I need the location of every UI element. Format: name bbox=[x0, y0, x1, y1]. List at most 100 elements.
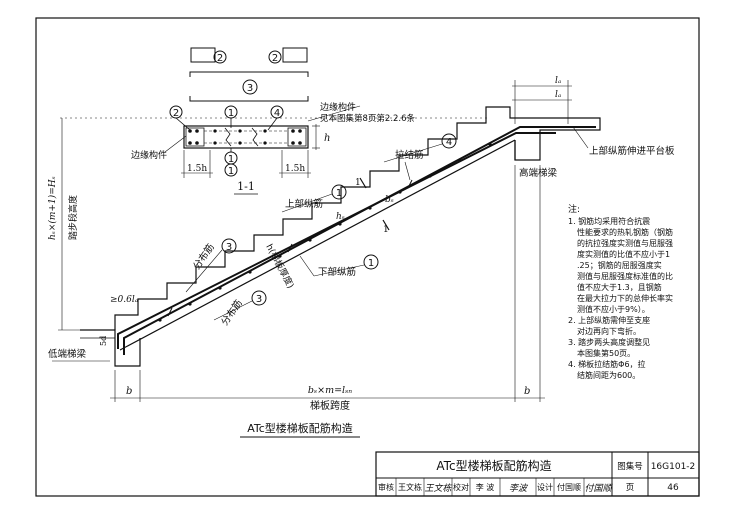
section-title: 1-1 bbox=[237, 180, 255, 193]
edge-member-ref-label: 见本图集第8页第2.2.6条 bbox=[320, 113, 416, 124]
note-4-line: 4. 梯板拉结筋Φ6，拉 bbox=[568, 359, 646, 369]
upper-bar-label: 上部纵筋 bbox=[285, 198, 323, 210]
note-1-line: 的抗拉强度实测值与屈服强 bbox=[577, 238, 673, 248]
stair-steps bbox=[114, 106, 601, 330]
note-2-line: 2. 上部纵筋需伸至支座 bbox=[568, 315, 650, 325]
hs-label: hₛ bbox=[336, 212, 345, 222]
stair-elevation: lₐ lₐ 上部纵筋伸进平台板 高端梯梁 hₛ×(m+1)=Hₛ 踏步段高度 ≥… bbox=[47, 76, 675, 438]
callout-circle bbox=[268, 50, 282, 64]
edge-member-top-label: 边缘构件 bbox=[320, 101, 356, 113]
callout-text: 2 bbox=[217, 53, 223, 64]
notes-title: 注: bbox=[568, 203, 580, 215]
callout-text: 1 bbox=[228, 154, 234, 165]
rebar-3-bracket bbox=[189, 71, 309, 77]
checker-signature: 李波 bbox=[509, 483, 529, 494]
lower-bar-label: 下部纵筋 bbox=[318, 266, 356, 278]
title-block: ATc型楼梯板配筋构造 图集号 16G101-2 审核 王文栋 王文栋 校对 李… bbox=[375, 451, 700, 497]
rebar-2-left-box bbox=[190, 47, 216, 63]
height-formula: hₛ×(m+1)=Hₛ bbox=[47, 176, 58, 240]
note-3-line: 本图集第50页。 bbox=[577, 348, 635, 358]
title-block-title: ATc型楼梯板配筋构造 bbox=[436, 458, 551, 473]
edge-member-left-box bbox=[185, 127, 205, 147]
designer-signature: 付国顺 bbox=[584, 483, 613, 494]
dim-b-left: b bbox=[126, 386, 132, 397]
callout-text: 4 bbox=[274, 108, 280, 119]
slab-section bbox=[183, 125, 309, 149]
cut-mark-top: 1 bbox=[355, 178, 361, 188]
callout-text: 3 bbox=[256, 294, 262, 305]
la-label-1: lₐ bbox=[555, 76, 561, 86]
la-left-label: ≥0.6lₐ bbox=[110, 295, 138, 305]
cut-mark-bottom: 1 bbox=[383, 225, 389, 235]
note-1-line: 值不应大于1.3，且钢筋 bbox=[577, 282, 662, 292]
dim-5d-label: 5d bbox=[99, 336, 108, 346]
reviewer-name: 王文栋 bbox=[398, 482, 422, 492]
reviewer-signature: 王文栋 bbox=[424, 483, 453, 494]
dim-1-5h-right: 1.5h bbox=[285, 164, 305, 174]
callout-circle bbox=[213, 50, 227, 64]
callout-circle bbox=[363, 254, 379, 270]
note-1-line: .25；钢筋的屈服强度实 bbox=[577, 260, 662, 270]
designer-name: 付国顺 bbox=[557, 482, 581, 492]
callout-text: 2 bbox=[272, 53, 278, 64]
section-1-1: 2 2 3 2 1 4 h bbox=[131, 47, 416, 195]
callout-circle bbox=[251, 290, 267, 306]
high-end-beam-label: 高端梯梁 bbox=[519, 167, 558, 179]
design-label: 设计 bbox=[537, 482, 553, 492]
callout-circle bbox=[441, 133, 457, 149]
notes-body: 1. 钢筋均采用符合抗震性能要求的热轧钢筋（钢筋的抗拉强度实测值与屈服强度实测值… bbox=[568, 216, 673, 380]
atlas-label: 图集号 bbox=[617, 461, 643, 472]
note-4-line: 结筋间距为600。 bbox=[577, 370, 640, 380]
rebar-dots bbox=[188, 129, 302, 145]
note-1-line: 度实测值的比值不应小于1 bbox=[577, 249, 670, 259]
sheet-frame bbox=[35, 17, 700, 497]
height-label: 踏步段高度 bbox=[67, 195, 79, 240]
low-end-beam-label: 低端梯梁 bbox=[48, 348, 87, 360]
edge-member-left-label: 边缘构件 bbox=[131, 149, 167, 161]
rebar-2-right-box bbox=[282, 47, 308, 63]
checker-name: 李 波 bbox=[476, 482, 495, 492]
note-1-line: 1. 钢筋均采用符合抗震 bbox=[568, 216, 650, 226]
drawing-caption: ATc型楼梯板配筋构造 bbox=[247, 421, 353, 435]
callout-circle bbox=[221, 238, 237, 254]
bs-label: bₛ bbox=[385, 195, 394, 205]
note-1-line: 测值与屈服强度标准值的比 bbox=[577, 271, 673, 281]
callout-text: 1 bbox=[228, 108, 234, 119]
callout-text: 1 bbox=[368, 258, 374, 269]
dist-bar-lower-label: 分布筋 bbox=[219, 297, 245, 327]
callout-circle bbox=[224, 163, 238, 177]
distribution-bar-dots bbox=[158, 142, 492, 322]
span-label: 梯板跨度 bbox=[310, 399, 350, 412]
rebar-3-bracket-lower bbox=[189, 96, 309, 102]
note-1-line: 测值不应小于9%）。 bbox=[577, 304, 650, 314]
callout-circle bbox=[331, 184, 347, 200]
note-2-line: 对边再向下弯折。 bbox=[577, 326, 641, 336]
callout-text: 1 bbox=[228, 166, 234, 177]
check-label: 校对 bbox=[453, 482, 469, 492]
la-label-2: lₐ bbox=[555, 90, 561, 100]
page-label: 页 bbox=[626, 483, 635, 493]
lower-longitudinal-bar bbox=[117, 132, 556, 349]
callout-text: 4 bbox=[446, 137, 452, 148]
dim-h-label: h bbox=[324, 133, 330, 144]
stair-soffit bbox=[119, 139, 516, 351]
note-1-line: 性能要求的热轧钢筋（钢筋 bbox=[577, 227, 673, 237]
callout-text: 2 bbox=[173, 108, 179, 119]
upper-bar-extend-label: 上部纵筋伸进平台板 bbox=[589, 145, 675, 157]
dim-1-5h-left: 1.5h bbox=[187, 164, 207, 174]
edge-member-right-box bbox=[287, 127, 307, 147]
note-1-line: 在最大拉力下的总伸长率实 bbox=[577, 293, 673, 303]
page-number: 46 bbox=[667, 483, 679, 493]
tie-bar-label: 拉结筋 bbox=[395, 149, 424, 161]
review-label: 审核 bbox=[378, 482, 394, 492]
callout-text: 1 bbox=[336, 188, 342, 199]
callout-text: 3 bbox=[226, 242, 232, 253]
callout-circle bbox=[242, 79, 258, 95]
span-formula: bₛ×m=lₛₙ bbox=[308, 385, 352, 396]
callout-text: 3 bbox=[247, 83, 253, 94]
notes: 注: 1. 钢筋均采用符合抗震性能要求的热轧钢筋（钢筋的抗拉强度实测值与屈服强度… bbox=[568, 203, 673, 380]
atlas-number: 16G101-2 bbox=[651, 462, 696, 472]
upper-longitudinal-bar bbox=[123, 126, 596, 355]
dim-b-right: b bbox=[524, 386, 530, 397]
